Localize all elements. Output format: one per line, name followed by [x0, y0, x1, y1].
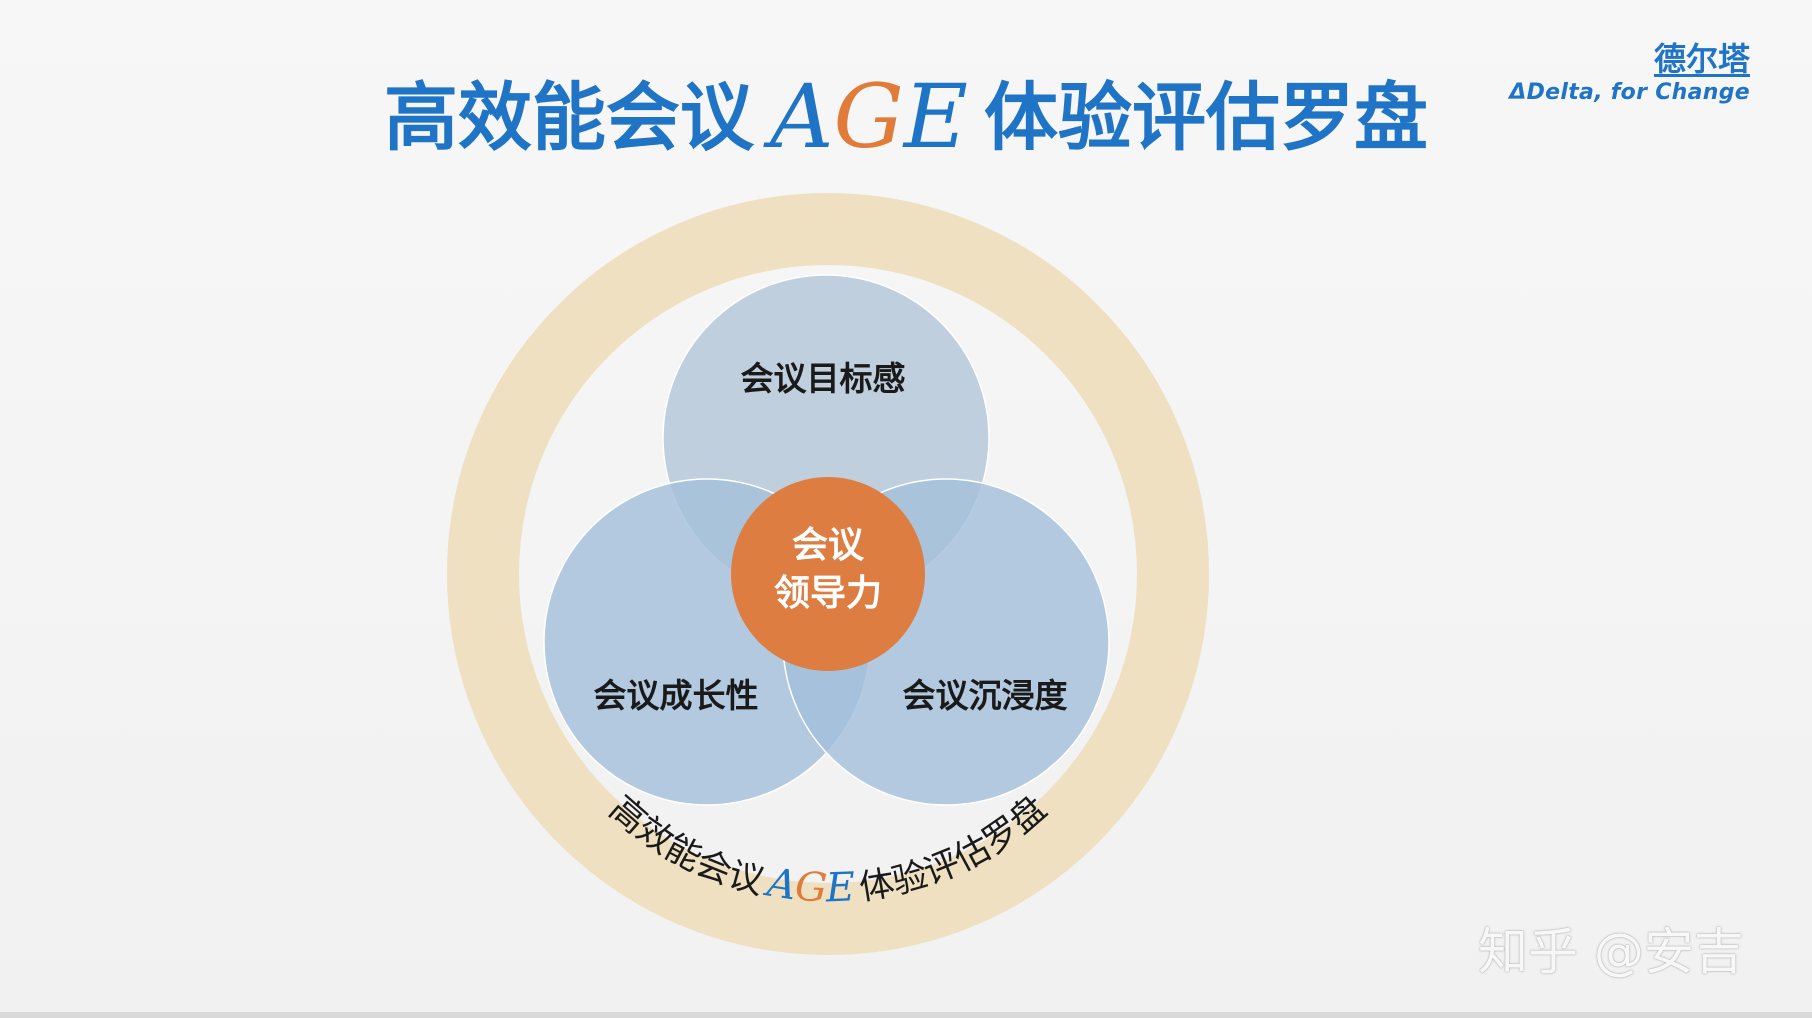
title-age-logo: AGE	[770, 62, 968, 172]
brand-logo: 德尔塔 ΔDelta, for Change	[1509, 40, 1750, 108]
title-age-a: A	[769, 65, 834, 168]
circle-growth-label: 会议成长性	[594, 676, 759, 715]
center-label-line1: 会议	[792, 525, 865, 566]
outer-ring	[447, 193, 1209, 955]
zhihu-watermark: 知乎 @安吉	[1478, 923, 1744, 981]
title-age-g: G	[833, 65, 904, 168]
circle-immersion-label: 会议沉浸度	[903, 676, 1068, 715]
brand-name: 德尔塔	[1653, 40, 1750, 78]
title-prefix: 高效能会议	[383, 75, 754, 161]
circle-goal-label: 会议目标感	[741, 359, 906, 398]
bottom-strip	[0, 1012, 1812, 1018]
ring-age-g: G	[794, 864, 828, 912]
ring-age-e: E	[824, 864, 856, 911]
title-age-e: E	[903, 65, 969, 168]
brand-slogan: ΔDelta, for Change	[1509, 80, 1750, 105]
center-label-line2: 领导力	[774, 573, 882, 614]
title-suffix: 体验评估罗盘	[984, 75, 1429, 161]
center-circle	[731, 477, 925, 671]
